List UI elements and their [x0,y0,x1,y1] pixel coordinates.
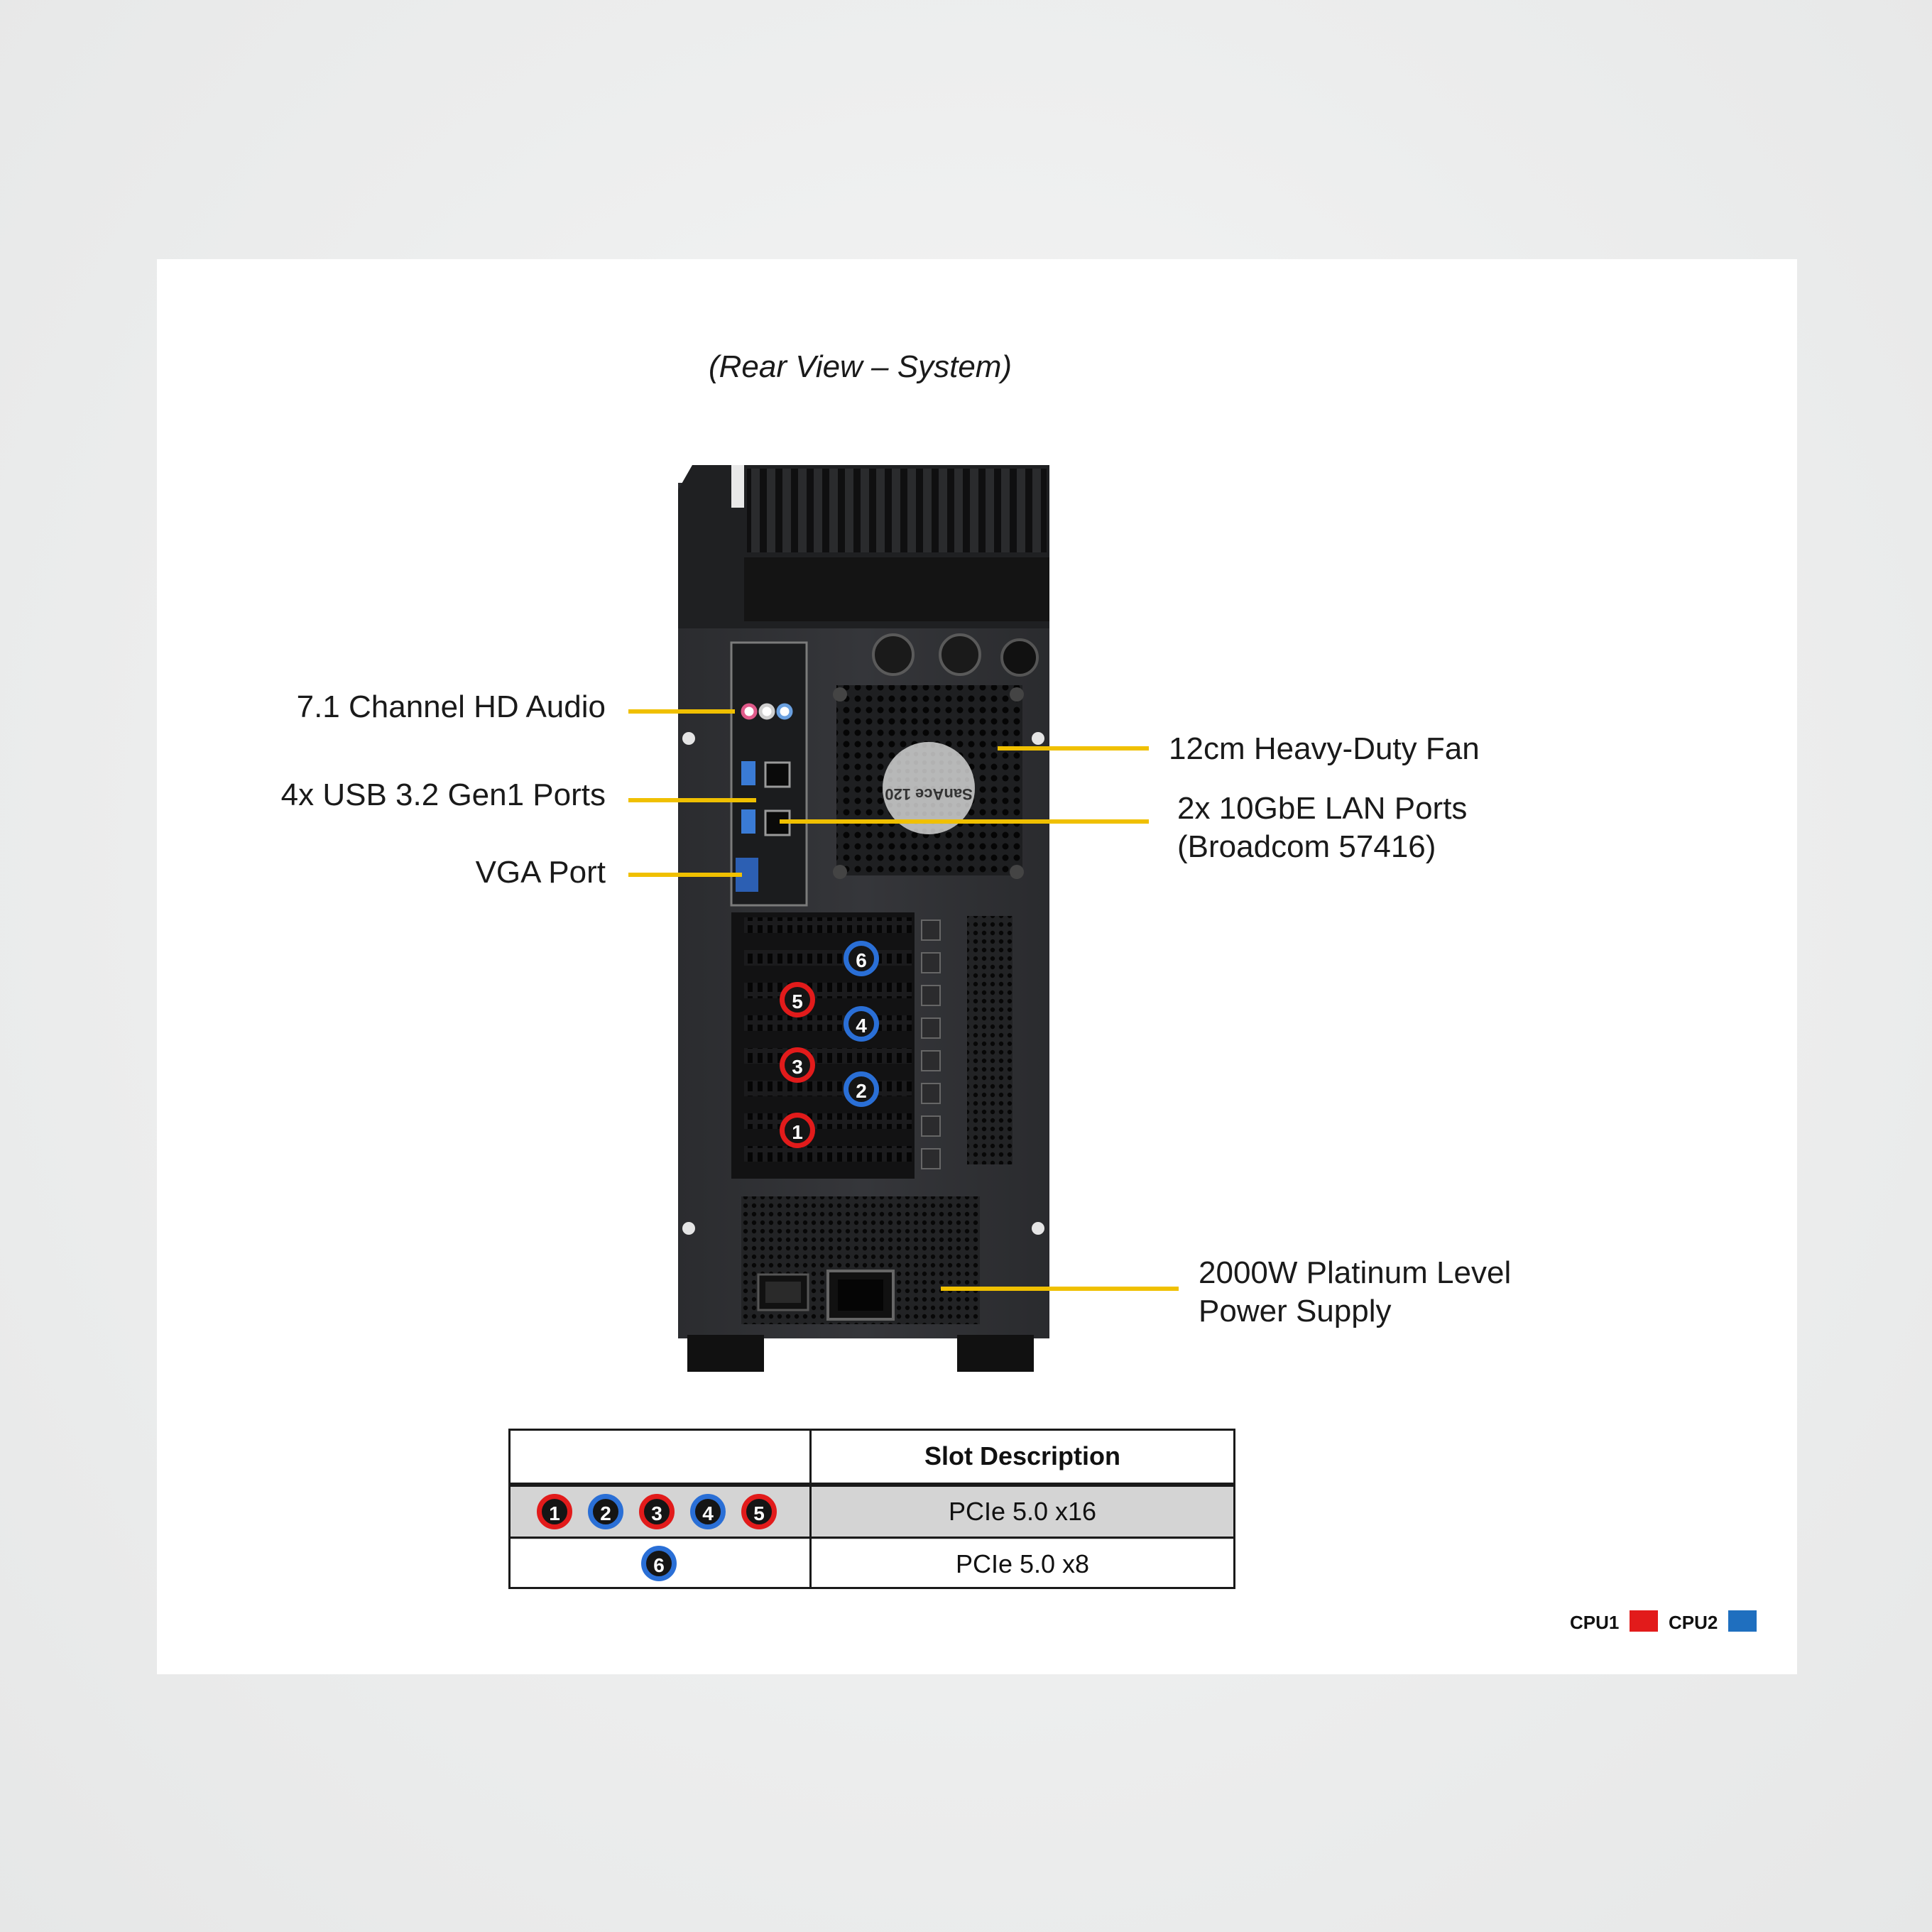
slot-badge-5: 5 [780,982,815,1017]
legend-cpu2-label: CPU2 [1669,1612,1718,1633]
legend-cpu1-swatch [1630,1610,1658,1632]
table-row-1-description: PCIe 5.0 x16 [948,1497,1097,1526]
leader-fan [998,746,1149,751]
callout-vga: VGA Port [475,855,606,890]
slot-badge-3: 3 [639,1494,675,1529]
legend-cpu2-swatch [1728,1610,1757,1632]
usb-port-icon [741,761,755,785]
usb-port-icon [741,809,755,834]
slot-badge-6: 6 [844,941,879,976]
slot-badge-3: 3 [780,1047,815,1083]
slot-table: Slot Description PCIe 5.0 x16 PCIe 5.0 x… [508,1429,1235,1589]
leader-psu [941,1287,1179,1291]
callout-lan-line1: 2x 10GbE LAN Ports [1177,791,1468,826]
table-row-2-description: PCIe 5.0 x8 [955,1549,1090,1578]
diagram-title: (Rear View – System) [709,349,1013,384]
chassis-foot-right [957,1335,1034,1372]
slot-badge-5: 5 [741,1494,777,1529]
table-row-1-bg [508,1485,1235,1539]
fan-brand-label: SanAce 120 [885,785,973,803]
callout-psu-line2: Power Supply [1199,1294,1392,1328]
top-fins [747,469,1047,552]
callout-fan: 12cm Heavy-Duty Fan [1169,731,1480,766]
slot-badge-4: 4 [690,1494,726,1529]
legend-cpu1-label: CPU1 [1570,1612,1620,1633]
audio-jack-pink-icon [741,703,758,720]
audio-jack-white-icon [758,703,775,720]
slot-badge-2: 2 [844,1071,879,1107]
lan-port-icon [764,761,791,788]
table-header-slot-description: Slot Description [924,1441,1121,1470]
slot-badge-1: 1 [537,1494,572,1529]
slot-badge-4: 4 [844,1006,879,1042]
callout-audio: 7.1 Channel HD Audio [296,689,606,724]
leader-lan [780,819,1149,824]
callout-psu-line1: 2000W Platinum Level [1199,1255,1512,1290]
slot-badge-2: 2 [588,1494,623,1529]
leader-audio [628,709,735,714]
leader-usb [628,798,756,802]
callout-usb: 4x USB 3.2 Gen1 Ports [280,777,606,812]
side-vent [967,916,1013,1164]
chassis-foot-left [687,1335,764,1372]
audio-jack-blue-icon [776,703,793,720]
slot-badge-1: 1 [780,1113,815,1148]
slot-badge-6: 6 [641,1546,677,1581]
callout-lan-line2: (Broadcom 57416) [1177,829,1436,864]
leader-vga [628,873,742,877]
